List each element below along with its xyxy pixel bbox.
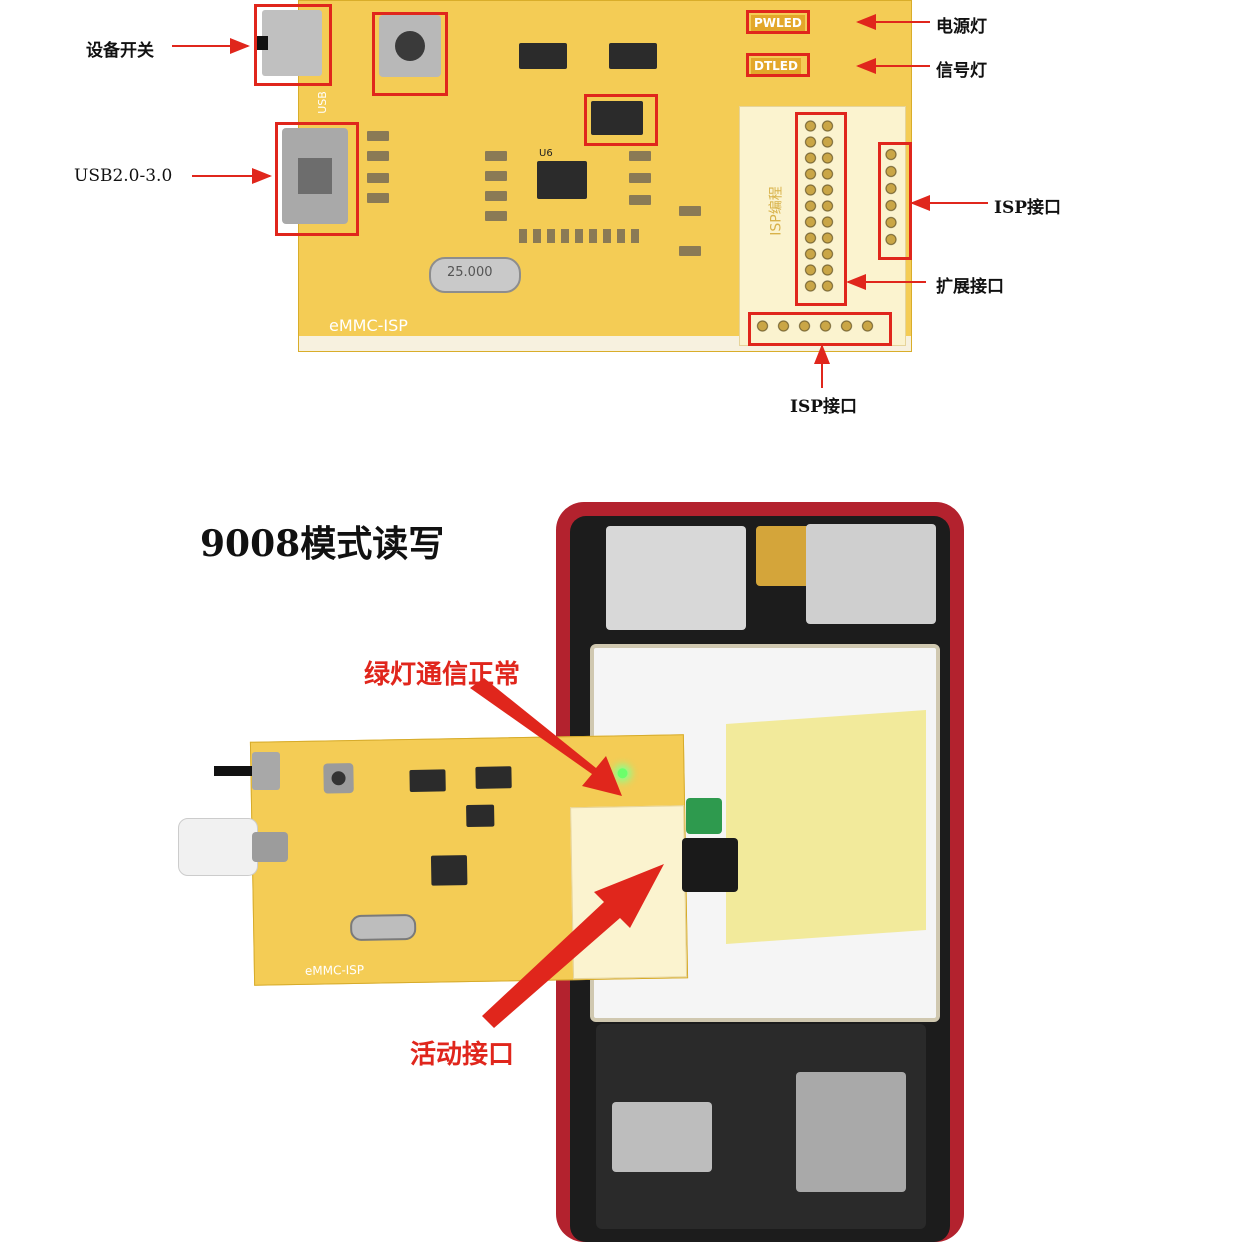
isp-clip-connector: [682, 838, 738, 892]
main-chip: [537, 161, 587, 199]
isp-right-label: ISP接口: [994, 198, 1062, 218]
reset-button: [379, 15, 441, 77]
pwled-label: PWLED: [751, 15, 805, 31]
pwled-highlight-box: [746, 10, 810, 34]
board-silk-name: eMMC-ISP: [329, 316, 408, 335]
switch-highlight-box: [254, 4, 332, 86]
usb-label: USB2.0-3.0: [74, 166, 173, 186]
usb-plug-metal: [252, 832, 288, 862]
device-switch: [254, 10, 322, 76]
usb-connector: [282, 128, 348, 224]
dtled-label: DTLED: [751, 58, 801, 74]
callout-arrows: [172, 14, 988, 388]
active-port-note: 活动接口: [410, 1040, 515, 1070]
eeprom-chip: [591, 101, 643, 135]
dtled-highlight-box: [746, 53, 810, 77]
usb-highlight-box: [275, 122, 359, 236]
crystal-label: 25.000: [447, 265, 493, 280]
expansion-header-box: [795, 112, 847, 306]
expansion-header-pins: [802, 118, 836, 296]
crystal: 25.000: [429, 257, 521, 293]
green-light-note: 绿灯通信正常: [364, 660, 521, 690]
isp-bottom-label: ISP接口: [790, 397, 858, 417]
isp-right-pins: [882, 146, 900, 250]
button-highlight-box: [372, 12, 448, 96]
expansion-label: 扩展接口: [936, 277, 1004, 297]
isp-bottom-pins: [752, 316, 882, 336]
mode-title: 9008模式读写: [200, 523, 445, 565]
power-led-label: 电源灯: [936, 17, 987, 37]
signal-led-label: 信号灯: [936, 61, 987, 81]
device-switch-label: 设备开关: [86, 41, 154, 61]
eeprom-highlight-box: [584, 94, 658, 146]
chip-silk-label: U6: [539, 148, 553, 159]
